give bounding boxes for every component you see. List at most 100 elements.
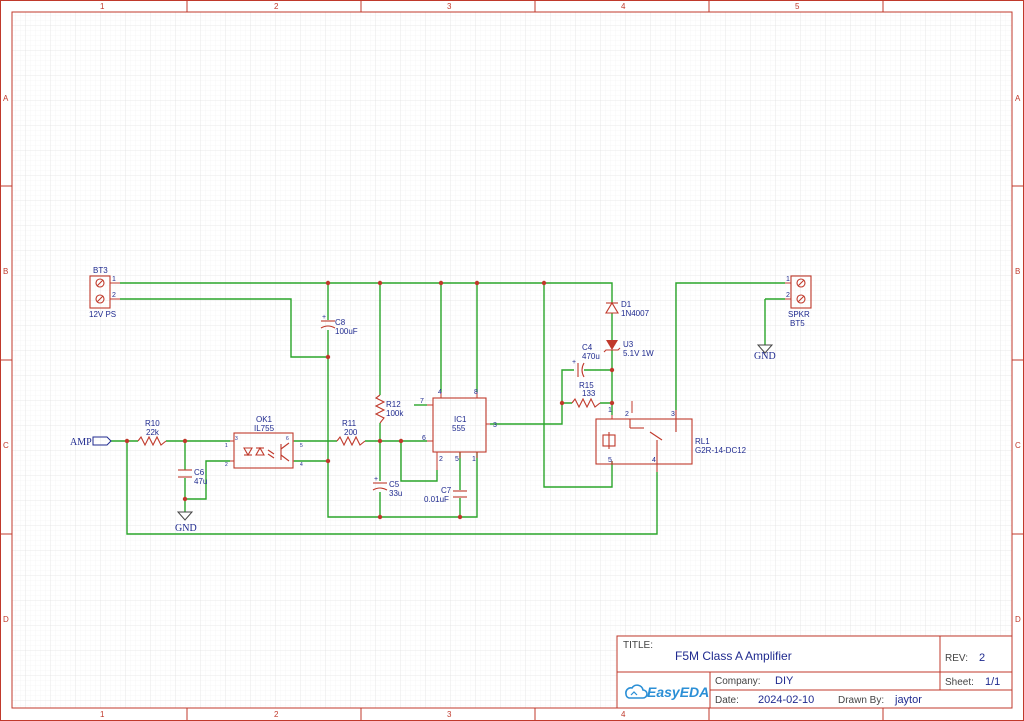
u3-zener[interactable]: U3 5.1V 1W <box>603 340 654 358</box>
drawing-area <box>11 11 1013 709</box>
wire-ic1-pin2 <box>400 441 438 482</box>
svg-text:+: + <box>572 359 576 366</box>
title-label: TITLE: <box>623 640 653 651</box>
date-value: 2024-02-10 <box>758 694 814 706</box>
col-label-5: 5 <box>795 2 800 11</box>
wire-vcc-rail <box>120 282 613 303</box>
c5-ref: C5 <box>389 480 400 489</box>
r15-resistor[interactable]: R15 133 <box>571 381 601 409</box>
col-label-2-bottom: 2 <box>274 710 279 719</box>
wire-relay-spkr <box>675 282 785 410</box>
bt3-value: 12V PS <box>89 310 116 319</box>
ic1-pin4: 4 <box>438 389 442 396</box>
c4-value: 470u <box>582 352 600 361</box>
r15-ref: R15 <box>579 381 594 390</box>
wire-ps-return <box>120 298 328 358</box>
title-text: F5M Class A Amplifier <box>675 649 792 663</box>
rl1-relay[interactable]: 1 2 3 5 4 RL1 G2R-14-DC12 <box>595 401 747 472</box>
r11-ref: R11 <box>342 419 357 428</box>
rl1-pin2: 2 <box>625 411 629 418</box>
rev-value: 2 <box>979 652 985 664</box>
c6-capacitor[interactable]: C6 47u <box>178 468 207 486</box>
sheet-label: Sheet: <box>945 677 974 688</box>
row-label-a-right: A <box>1015 94 1021 103</box>
ic1-pin7: 7 <box>420 398 424 405</box>
rl1-pin1: 1 <box>608 407 612 414</box>
company-label: Company: <box>715 676 761 687</box>
wire-ic1-out <box>490 402 572 425</box>
junctions <box>124 280 615 520</box>
ic1-pin6: 6 <box>422 435 426 442</box>
c4-ref: C4 <box>582 343 593 352</box>
rl1-value: G2R-14-DC12 <box>695 446 747 455</box>
bt3-pin1: 1 <box>112 276 116 283</box>
row-label-d: D <box>3 615 9 624</box>
r12-resistor[interactable]: R12 100k <box>374 394 404 424</box>
c8-capacitor[interactable]: + C8 100uF <box>320 314 358 336</box>
gnd-left-label: GND <box>175 523 197 534</box>
c6-ref: C6 <box>194 468 205 477</box>
row-label-b: B <box>3 267 8 276</box>
amp-port[interactable]: AMP <box>70 436 112 448</box>
gnd-symbol-right: GND <box>754 344 776 362</box>
wire-c4-left <box>561 369 574 403</box>
r11-resistor[interactable]: R11 200 <box>336 419 366 447</box>
sheet-value: 1/1 <box>985 676 1000 688</box>
ok1-optocoupler[interactable]: OK1 IL755 1 2 3 4 5 6 <box>225 415 303 469</box>
r12-ref: R12 <box>386 400 401 409</box>
gnd-right-label: GND <box>754 351 776 362</box>
bt3-connector[interactable]: BT3 12V PS 1 2 <box>89 266 120 319</box>
c5-value: 33u <box>389 489 402 498</box>
bt3-ref: BT3 <box>93 266 108 275</box>
c5-capacitor[interactable]: + C5 33u <box>372 476 402 498</box>
col-label-1: 1 <box>100 2 105 11</box>
easyeda-logo-text: EasyEDA <box>647 684 709 700</box>
wire-c6-bottom <box>184 460 230 500</box>
bt5-pin1: 1 <box>786 276 790 283</box>
col-label-2: 2 <box>274 2 279 11</box>
bt5-ref: SPKR <box>788 310 810 319</box>
u3-value: 5.1V 1W <box>623 349 654 358</box>
ok1-value: IL755 <box>254 424 275 433</box>
col-label-3-bottom: 3 <box>447 710 452 719</box>
c7-capacitor[interactable]: C7 0.01uF <box>424 486 467 504</box>
rl1-ref: RL1 <box>695 437 710 446</box>
c4-capacitor[interactable]: + C4 470u <box>572 343 600 378</box>
row-label-c: C <box>3 441 9 450</box>
gnd-symbol-left: GND <box>175 511 197 534</box>
d1-diode[interactable]: D1 1N4007 <box>605 300 650 318</box>
ok1-pin4: 4 <box>300 462 303 468</box>
ic1-555[interactable]: IC1 555 7 4 8 6 2 5 1 3 <box>420 389 497 470</box>
rl1-pin3: 3 <box>671 411 675 418</box>
d1-ref: D1 <box>621 300 632 309</box>
svg-text:+: + <box>374 476 378 483</box>
r11-value: 200 <box>344 428 358 437</box>
drawn-value: jaytor <box>894 694 922 706</box>
row-label-b-right: B <box>1015 267 1020 276</box>
ic1-pin8: 8 <box>474 389 478 396</box>
ok1-pin5: 5 <box>300 443 303 449</box>
r10-ref: R10 <box>145 419 160 428</box>
easyeda-logo: EasyEDA <box>625 684 709 700</box>
col-label-1-bottom: 1 <box>100 710 105 719</box>
row-label-d-right: D <box>1015 615 1021 624</box>
ic1-pin3: 3 <box>493 422 497 429</box>
r15-value: 133 <box>582 389 596 398</box>
c6-value: 47u <box>194 477 207 486</box>
ic1-pin5: 5 <box>455 456 459 463</box>
wire-gnd-bus <box>327 330 478 518</box>
rev-label: REV: <box>945 653 968 664</box>
date-label: Date: <box>715 695 739 706</box>
wire-amp-to-relay <box>126 441 658 535</box>
ok1-pin3: 3 <box>235 436 238 442</box>
company-value: DIY <box>775 675 794 687</box>
col-label-4-bottom: 4 <box>621 710 626 719</box>
bt5-connector[interactable]: 1 2 SPKR BT5 <box>785 275 812 328</box>
zone-labels: 1 2 3 4 5 1 2 3 4 A B C D A B C D <box>3 2 1021 719</box>
bt5-value: BT5 <box>790 319 805 328</box>
r10-resistor[interactable]: R10 22k <box>137 419 167 447</box>
row-label-a: A <box>3 94 9 103</box>
title-block: TITLE: F5M Class A Amplifier REV: 2 Comp… <box>616 635 1013 709</box>
